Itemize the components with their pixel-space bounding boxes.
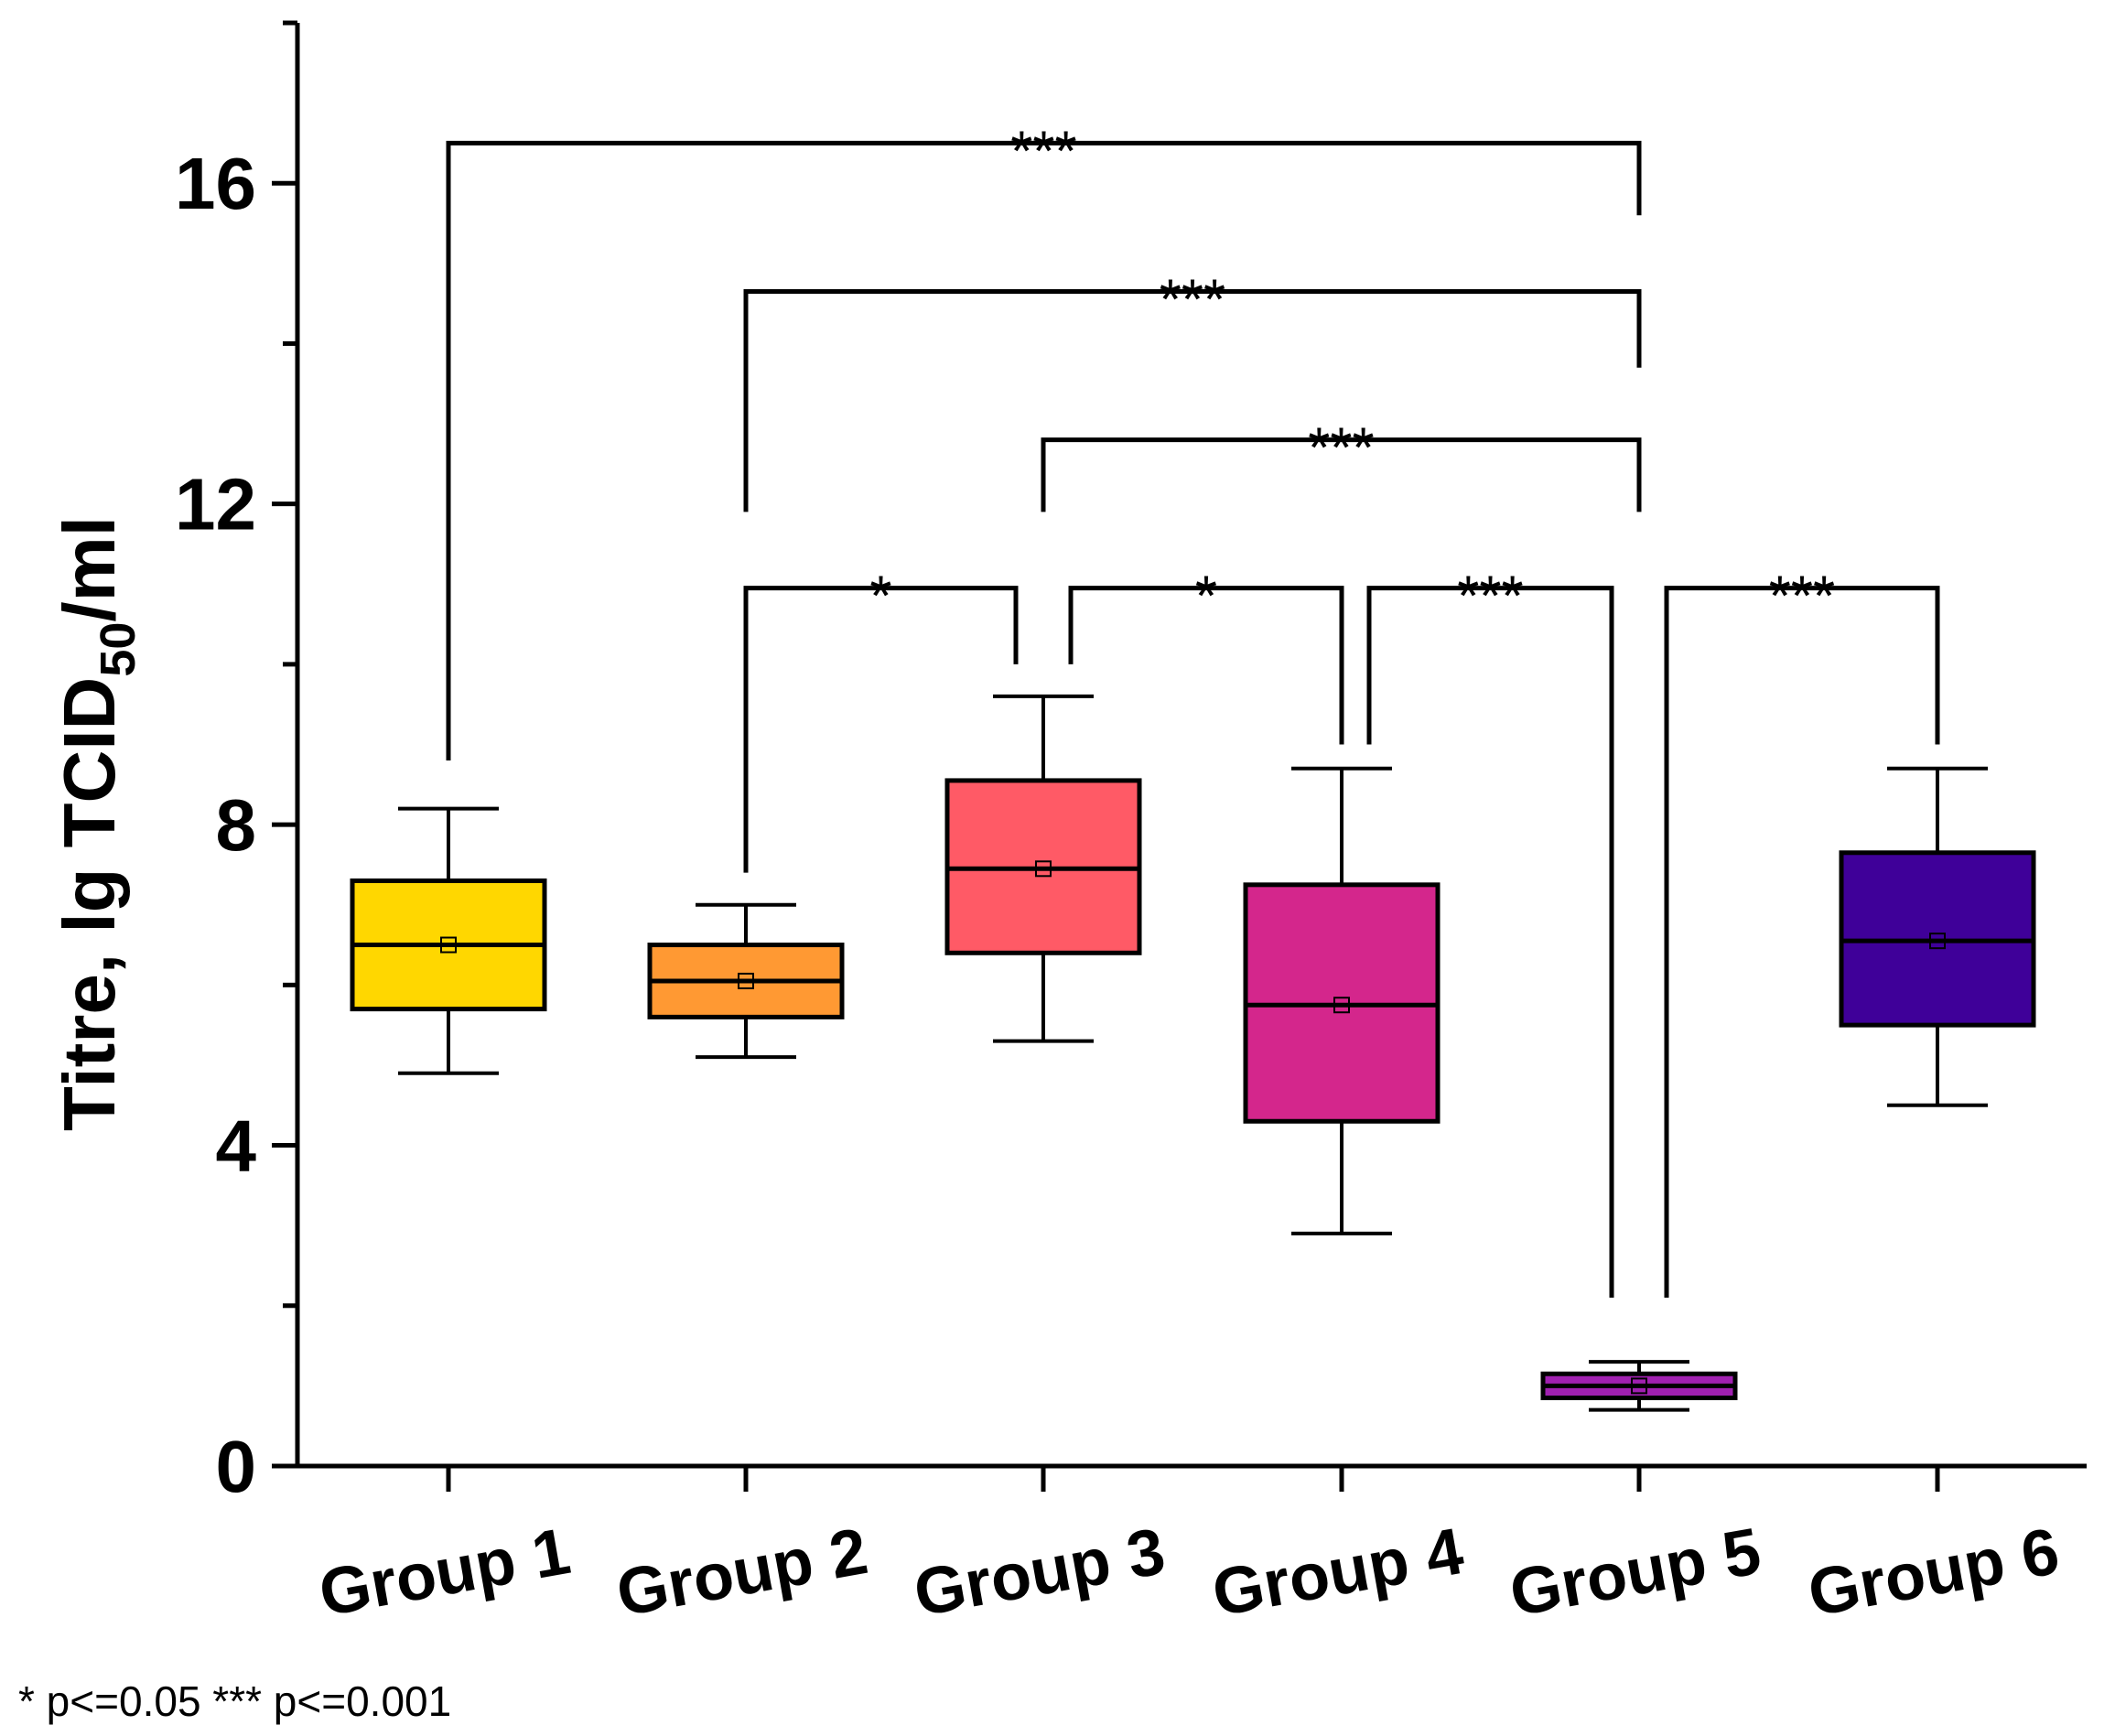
y-tick-label: 4 (216, 1105, 257, 1187)
x-tick-label: Group 6 (1803, 1515, 2065, 1631)
box-1 (350, 806, 547, 1075)
significance-label: *** (1160, 268, 1225, 331)
y-axis-label-suffix: /ml (49, 516, 130, 622)
y-tick-label: 16 (175, 143, 256, 224)
mean-marker (1929, 933, 1946, 950)
significance-bracket: * (1068, 566, 1344, 745)
significance-bracket: * (743, 566, 1019, 873)
box-2 (647, 902, 845, 1060)
y-tick-label: 0 (216, 1426, 257, 1507)
bracket-line (1366, 586, 1614, 1299)
y-axis-label-main: Titre, lg TCID (49, 677, 130, 1131)
significance-label: *** (1308, 417, 1374, 480)
significance-label: * (869, 566, 891, 629)
bracket-line (1041, 437, 1642, 512)
y-tick-label: 8 (216, 784, 257, 866)
significance-footnote: * p<=0.05 *** p<=0.001 (18, 1677, 451, 1725)
x-tick-label: Group 2 (611, 1515, 873, 1631)
significance-label: *** (1457, 566, 1523, 629)
mean-marker (738, 972, 754, 989)
y-tick-label: 12 (175, 464, 256, 545)
significance-label: *** (1769, 566, 1835, 629)
mean-marker (1333, 997, 1350, 1014)
bracket-line (743, 586, 1019, 873)
significance-label: *** (1010, 120, 1076, 183)
box-3 (944, 694, 1142, 1043)
box-6 (1839, 766, 2036, 1107)
box-4 (1243, 766, 1441, 1235)
significance-bracket: *** (1366, 566, 1614, 1299)
significance-bracket: *** (446, 120, 1642, 761)
box-5 (1540, 1360, 1738, 1412)
x-tick-label: Group 1 (314, 1515, 576, 1631)
significance-label: * (1195, 566, 1217, 629)
x-tick-label: Group 5 (1505, 1515, 1766, 1631)
bracket-line (1068, 586, 1344, 745)
significance-brackets: ***************** (446, 120, 1940, 1299)
x-tick-label: Group 4 (1207, 1515, 1469, 1631)
y-axis-label: Titre, lg TCID50/ml (49, 516, 146, 1131)
mean-marker (1035, 860, 1052, 878)
bracket-line (1664, 586, 1940, 1299)
mean-marker (1631, 1377, 1647, 1395)
mean-marker (440, 936, 457, 954)
axes (272, 20, 2087, 1492)
x-tick-label: Group 3 (909, 1515, 1171, 1631)
y-axis-label-subscript: 50 (91, 622, 146, 677)
box-plot-boxes (350, 694, 2036, 1412)
bracket-line (446, 140, 1642, 761)
significance-bracket: *** (1041, 417, 1642, 512)
significance-bracket: *** (743, 268, 1642, 512)
bracket-line (743, 288, 1642, 512)
significance-bracket: *** (1664, 566, 1940, 1299)
